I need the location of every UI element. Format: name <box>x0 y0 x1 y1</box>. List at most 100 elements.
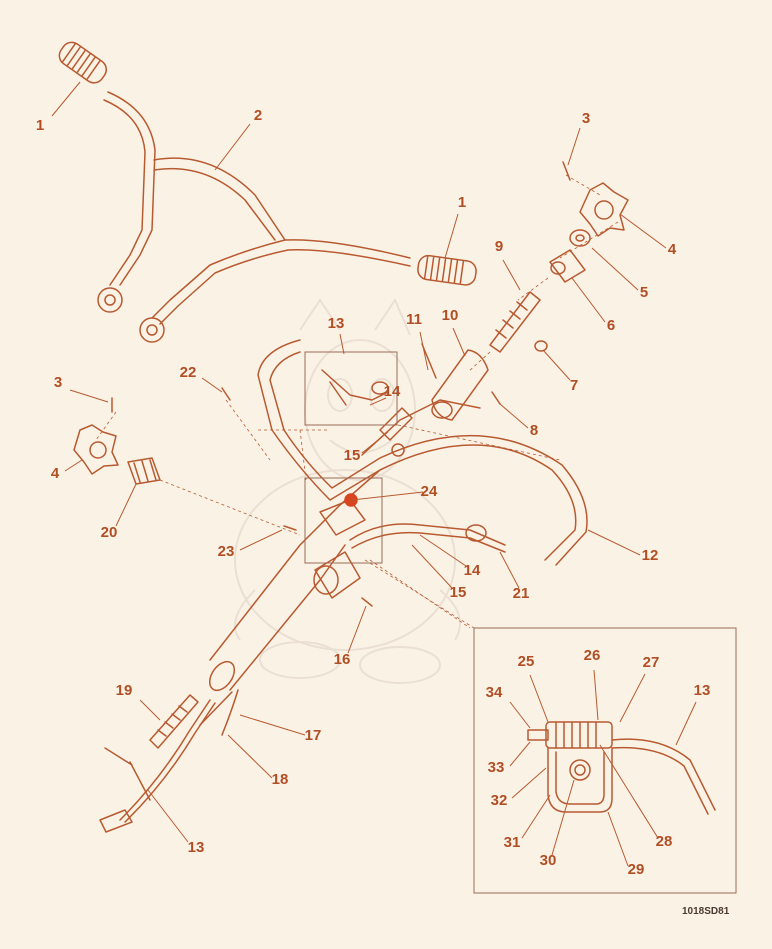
alignment-dash-6 <box>225 399 271 461</box>
parts-linework <box>58 41 716 833</box>
callout-22: 22 <box>180 364 197 381</box>
callout-32: 32 <box>491 792 508 809</box>
detail-cable-13 <box>611 738 716 811</box>
callout-1: 1 <box>36 117 44 134</box>
lower-bracket <box>314 551 361 599</box>
detail-housing <box>545 721 613 749</box>
callout-8: 8 <box>530 422 538 439</box>
cable-right <box>349 523 506 546</box>
callout-33: 33 <box>488 759 505 776</box>
stud-20 <box>127 457 161 485</box>
alignment-dash-7 <box>299 429 307 481</box>
alignment-dash-1 <box>559 221 619 259</box>
detail-cable-13-b <box>611 746 709 815</box>
leader-6 <box>571 277 606 323</box>
callout-15: 15 <box>344 447 361 464</box>
inset-frames <box>304 351 737 894</box>
leader-25 <box>529 674 549 723</box>
upper-handle-crossbar-inner <box>153 167 276 241</box>
callout-13: 13 <box>188 839 205 856</box>
leader-8 <box>499 403 529 429</box>
upper-handle-left-rail-inner <box>103 99 146 286</box>
callout-6: 6 <box>607 317 615 334</box>
callout-5: 5 <box>640 284 648 301</box>
spring-19 <box>149 694 199 749</box>
spring-11 <box>421 343 437 379</box>
leader-16 <box>347 605 367 654</box>
leader-5 <box>591 247 639 291</box>
leader-13 <box>147 789 189 843</box>
alignment-dash-4 <box>159 479 301 536</box>
leader-4 <box>619 213 667 249</box>
inset-middle <box>304 477 383 564</box>
bolt-23 <box>283 525 297 531</box>
leader-19 <box>139 699 161 721</box>
lower-shaft-left <box>209 469 381 661</box>
callout-21: 21 <box>513 585 530 602</box>
leader-29 <box>607 811 629 867</box>
leader-13 <box>675 701 697 746</box>
callout-30: 30 <box>540 852 557 869</box>
grip-left <box>58 41 108 84</box>
callout-20: 20 <box>101 524 118 541</box>
sleeve <box>431 349 489 421</box>
leader-22 <box>201 377 223 393</box>
callout-29: 29 <box>628 861 645 878</box>
detail-spring <box>555 721 597 749</box>
knob-left <box>73 424 119 475</box>
callout-28: 28 <box>656 833 673 850</box>
threaded-stud <box>489 291 541 353</box>
lever-13 <box>321 369 389 406</box>
callout-25: 25 <box>518 653 535 670</box>
callout-12: 12 <box>642 547 659 564</box>
upper-handle-left-rail <box>107 91 156 286</box>
watermark-mascot <box>234 297 461 684</box>
callout-2: 2 <box>254 107 262 124</box>
leader-33 <box>509 741 531 767</box>
callout-3: 3 <box>582 110 590 127</box>
leader-9 <box>502 259 521 291</box>
detail-clamp-inner <box>555 751 605 805</box>
callout-7: 7 <box>570 377 578 394</box>
leader-31 <box>521 794 551 839</box>
leader-17 <box>239 714 306 736</box>
leader-3 <box>69 389 109 403</box>
leader-18 <box>227 734 273 779</box>
cable-connector <box>99 809 133 833</box>
cable-18 <box>221 689 239 736</box>
callout-14: 14 <box>464 562 481 579</box>
leader-lines <box>51 81 697 867</box>
callout-17: 17 <box>305 727 322 744</box>
bolt-22 <box>221 387 231 401</box>
cable-probe <box>104 747 151 801</box>
alignment-dash-3 <box>467 351 491 373</box>
detail-clamp <box>547 747 613 813</box>
pin-right <box>562 161 571 181</box>
callout-31: 31 <box>504 834 521 851</box>
cable-lower <box>119 699 211 821</box>
callout-11: 11 <box>406 311 422 328</box>
callout-1: 1 <box>458 194 466 211</box>
leader-13 <box>339 333 345 355</box>
leader-2 <box>214 123 251 171</box>
leader-15 <box>361 431 389 454</box>
alignment-dash-9 <box>369 559 471 629</box>
alignment-dash-11 <box>397 424 561 461</box>
upper-handle-crossbar <box>153 157 286 241</box>
upper-handle-right-rail <box>151 239 411 319</box>
detail-screw <box>569 759 591 781</box>
callout-27: 27 <box>643 654 660 671</box>
leader-34 <box>509 701 531 729</box>
alignment-dash-0 <box>565 174 601 196</box>
clamp-24 <box>319 499 366 536</box>
callout-19: 19 <box>116 682 133 699</box>
callout-18: 18 <box>272 771 289 788</box>
inset-detail <box>473 627 737 894</box>
main-handle-loop-inner <box>269 351 588 566</box>
main-handle-loop-outer <box>257 339 577 561</box>
callout-13: 13 <box>694 682 711 699</box>
leader-14 <box>419 534 467 567</box>
leader-4 <box>64 459 83 472</box>
